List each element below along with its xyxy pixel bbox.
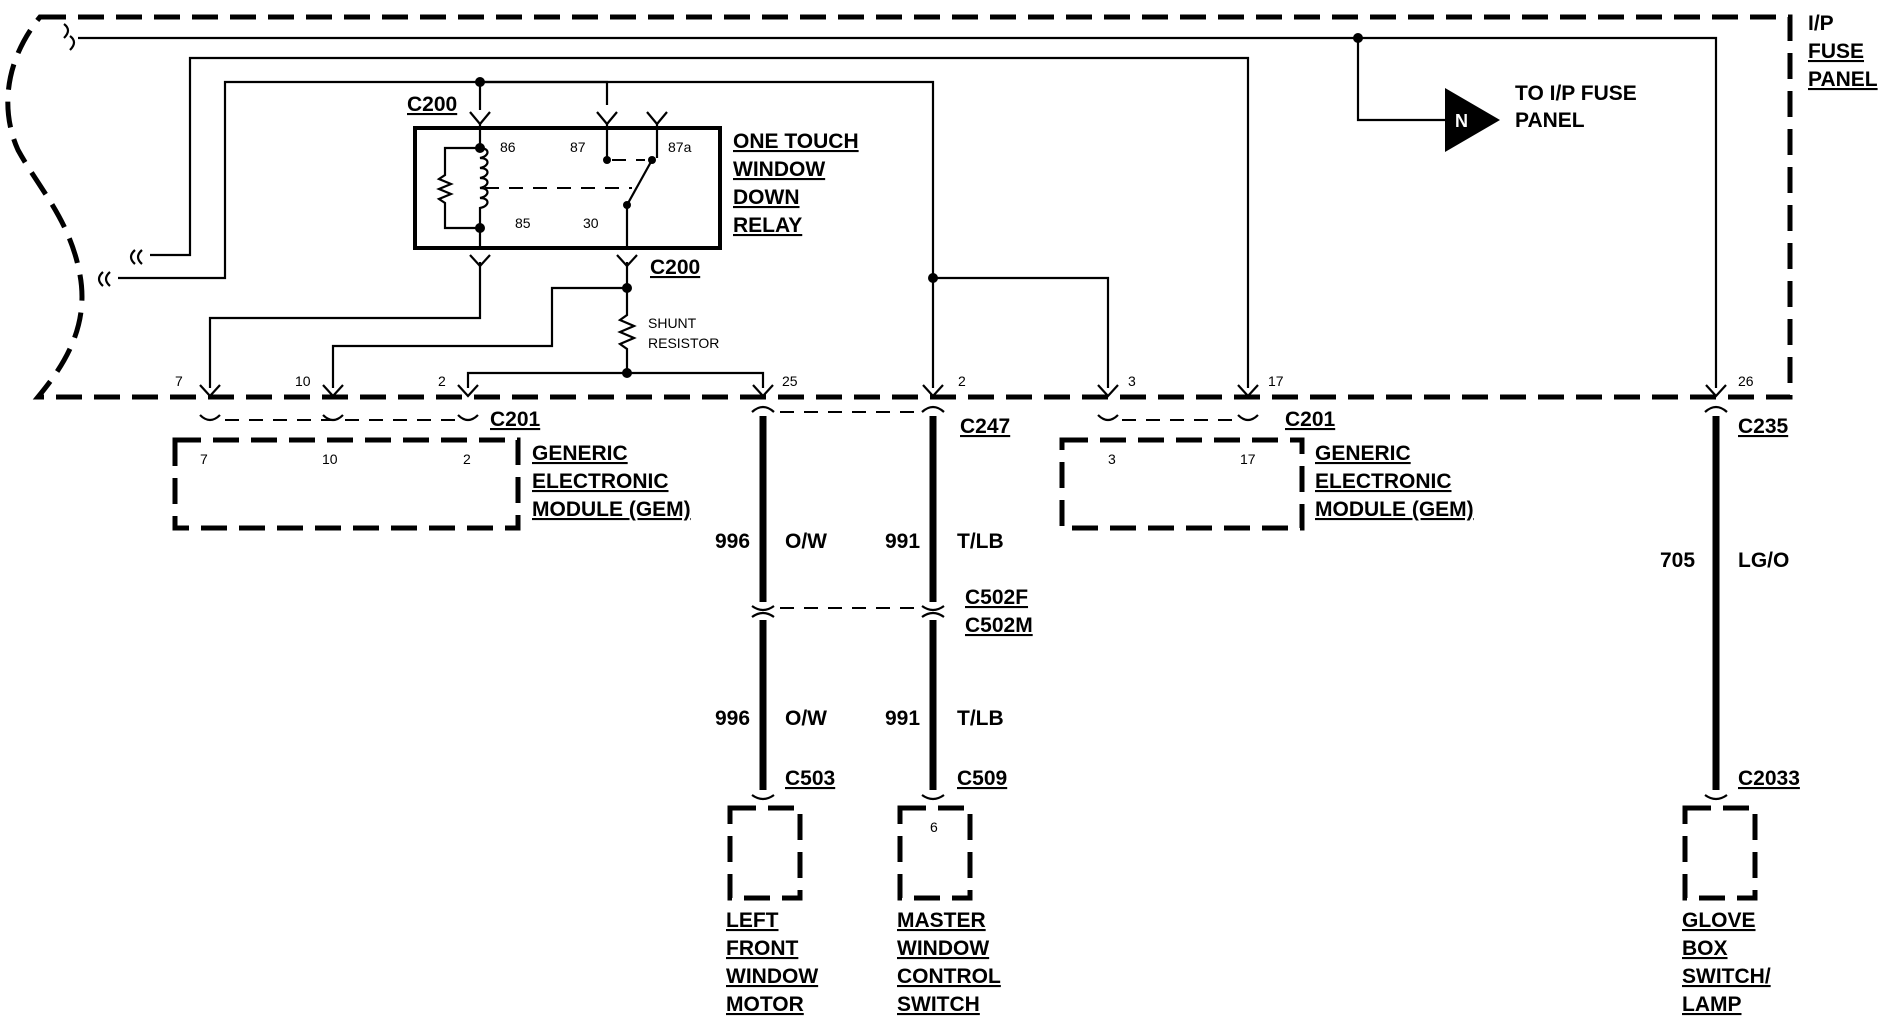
gem-left-name-3: MODULE (GEM)	[532, 498, 691, 521]
gem-left-box	[172, 437, 521, 531]
panel-pin-arrows	[199, 384, 1727, 398]
master-switch-pin-6: 6	[930, 819, 938, 835]
glove-box-label-2: BOX	[1682, 937, 1728, 960]
n-marker-letter: N	[1455, 111, 1468, 131]
left-motor-box	[727, 805, 803, 901]
gem-right-pin-17: 17	[1240, 451, 1256, 467]
connector-c502m: C502M	[965, 614, 1033, 637]
thick-wires	[751, 405, 1728, 801]
panel-pin-7: 7	[175, 373, 183, 389]
relay-pin-87a: 87a	[668, 139, 692, 155]
wire-right-color: LG/O	[1738, 549, 1789, 572]
gem-left-name-2: ELECTRONIC	[532, 470, 669, 493]
wire-right-circuit: 705	[1660, 549, 1695, 572]
glove-box-label-3: SWITCH/	[1682, 965, 1771, 988]
wire-left-color-top: O/W	[785, 530, 827, 553]
left-motor-label-4: MOTOR	[726, 993, 804, 1016]
gem-right-name-2: ELECTRONIC	[1315, 470, 1452, 493]
connector-c235: C235	[1738, 415, 1789, 438]
left-motor-label-1: LEFT	[726, 909, 779, 932]
panel-pin-17: 17	[1268, 373, 1284, 389]
gem-right-name-3: MODULE (GEM)	[1315, 498, 1474, 521]
wire-mid-circuit-top: 991	[885, 530, 920, 553]
wire-mid-circuit-bot: 991	[885, 707, 920, 730]
gem-left-pin-2: 2	[463, 451, 471, 467]
relay-name-1: ONE TOUCH	[733, 130, 859, 153]
gem-right-box	[1059, 437, 1305, 531]
wire-mid-color-top: T/LB	[957, 530, 1004, 553]
connector-c502f: C502F	[965, 586, 1028, 609]
glove-box-box	[1682, 805, 1758, 901]
left-motor-label-2: FRONT	[726, 937, 798, 960]
shunt-label-2: RESISTOR	[648, 335, 719, 351]
relay	[413, 111, 722, 268]
fuse-panel-title-3: PANEL	[1808, 68, 1878, 91]
wire-left-color-bot: O/W	[785, 707, 827, 730]
to-fuse-panel-line1: TO I/P FUSE	[1515, 82, 1637, 105]
gem-right-connector-label: C201	[1285, 408, 1336, 431]
panel-wiring	[63, 23, 1718, 388]
shunt-label-1: SHUNT	[648, 315, 697, 331]
glove-box-label-4: LAMP	[1682, 993, 1742, 1016]
glove-box-label-1: GLOVE	[1682, 909, 1756, 932]
relay-name-3: DOWN	[733, 186, 800, 209]
master-switch-label-4: SWITCH	[897, 993, 980, 1016]
left-motor-label-3: WINDOW	[726, 965, 818, 988]
panel-pin-2a: 2	[438, 373, 446, 389]
gem-left-pin-10: 10	[322, 451, 338, 467]
gem-right-name-1: GENERIC	[1315, 442, 1411, 465]
gem-left-pin-7: 7	[200, 451, 208, 467]
panel-pin-10: 10	[295, 373, 311, 389]
wire-mid-color-bot: T/LB	[957, 707, 1004, 730]
master-switch-label-3: CONTROL	[897, 965, 1001, 988]
master-switch-label-2: WINDOW	[897, 937, 989, 960]
connector-c247: C247	[960, 415, 1010, 438]
connector-c509: C509	[957, 767, 1007, 790]
connector-c2033: C2033	[1738, 767, 1800, 790]
relay-pin-85: 85	[515, 215, 531, 231]
gem-left-connector	[199, 414, 479, 422]
relay-connector-top: C200	[407, 93, 457, 116]
panel-pin-25: 25	[782, 373, 798, 389]
gem-right-connector	[1097, 414, 1259, 422]
relay-pin-87: 87	[570, 139, 586, 155]
panel-pin-2b: 2	[958, 373, 966, 389]
master-switch-label-1: MASTER	[897, 909, 986, 932]
relay-pin-86: 86	[500, 139, 516, 155]
panel-pin-26: 26	[1738, 373, 1754, 389]
relay-name-4: RELAY	[733, 214, 802, 237]
relay-name-2: WINDOW	[733, 158, 825, 181]
relay-connector-bottom: C200	[650, 256, 700, 279]
connector-c503: C503	[785, 767, 835, 790]
n-marker-triangle	[1445, 88, 1500, 152]
gem-left-name-1: GENERIC	[532, 442, 628, 465]
panel-pin-3: 3	[1128, 373, 1136, 389]
fuse-panel-outline	[5, 14, 1793, 400]
master-switch-box	[897, 805, 973, 901]
to-fuse-panel-line2: PANEL	[1515, 109, 1585, 132]
gem-right-pin-3: 3	[1108, 451, 1116, 467]
wire-left-circuit-bot: 996	[715, 707, 750, 730]
fuse-panel-title-1: I/P	[1808, 12, 1834, 35]
relay-pin-30: 30	[583, 215, 599, 231]
gem-left-connector-label: C201	[490, 408, 541, 431]
fuse-panel-title-2: FUSE	[1808, 40, 1864, 63]
wire-left-circuit-top: 996	[715, 530, 750, 553]
